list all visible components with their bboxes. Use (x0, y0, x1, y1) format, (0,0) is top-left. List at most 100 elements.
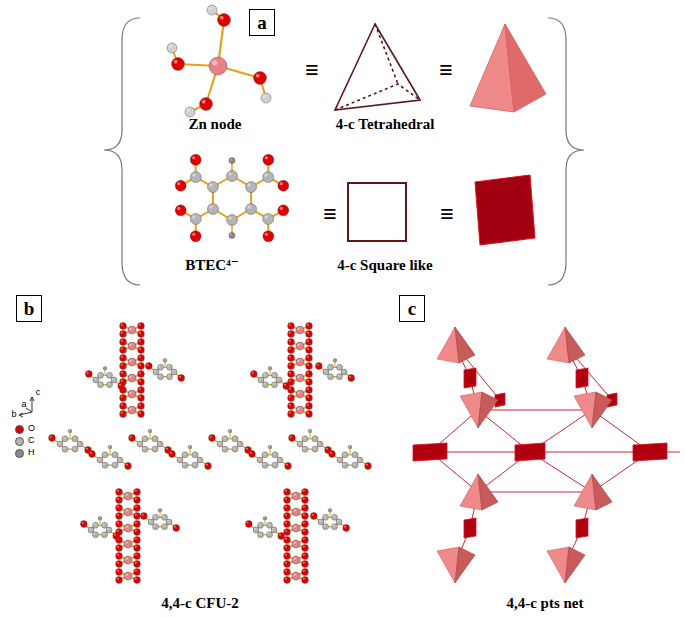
atom (207, 204, 218, 215)
atom-highlight (139, 388, 141, 390)
atom-highlight (89, 528, 91, 530)
atom (138, 395, 145, 402)
atom-highlight (263, 463, 265, 465)
atom-highlight (159, 365, 161, 367)
atom (348, 375, 355, 382)
atom-highlight (178, 458, 180, 460)
atom (296, 406, 304, 414)
atom (62, 436, 68, 442)
atom (289, 435, 296, 442)
atom-highlight (73, 437, 75, 439)
atom-highlight (264, 383, 266, 385)
tetrahedron (565, 327, 585, 363)
atom-highlight (289, 404, 291, 406)
atom (288, 395, 295, 402)
atom-highlight (118, 458, 120, 460)
atom-highlight (98, 458, 100, 460)
atom (318, 519, 324, 525)
atom (306, 347, 313, 354)
atom (276, 377, 282, 383)
atom-highlight (135, 538, 137, 540)
atom-highlight (324, 515, 326, 517)
atom-highlight (273, 373, 275, 375)
atom (292, 572, 300, 580)
atom-highlight (135, 514, 137, 516)
atom (93, 377, 99, 383)
atom (137, 441, 143, 447)
square-unit (413, 443, 447, 461)
atom-highlight (63, 447, 65, 449)
atom-highlight (135, 522, 137, 524)
atom-highlight (94, 523, 96, 525)
atom-highlight (264, 517, 265, 518)
tetrahedron-solid (470, 24, 546, 112)
atom-highlight (82, 522, 84, 524)
atom (288, 331, 295, 338)
atom (129, 435, 136, 442)
atom (175, 205, 186, 216)
atom (80, 521, 87, 528)
atom-highlight (285, 546, 287, 548)
atom (277, 457, 283, 463)
tetrahedron-outline (335, 24, 420, 110)
atom (306, 403, 313, 410)
equivalence-sign: ≡ (440, 201, 454, 227)
atom (332, 524, 338, 530)
atom-highlight (212, 60, 217, 65)
atom-highlight (324, 525, 326, 527)
atom-highlight (129, 375, 131, 377)
atom (288, 411, 295, 418)
atom-highlight (272, 528, 274, 530)
net-link (478, 410, 592, 411)
atom-highlight (125, 557, 127, 559)
atom-highlight (113, 453, 115, 455)
atom-highlight (164, 359, 165, 360)
atom (302, 513, 309, 520)
atom (306, 363, 313, 370)
atom (138, 371, 145, 378)
atom-highlight (228, 216, 231, 219)
atom (222, 446, 228, 452)
atom (262, 462, 268, 468)
atom-highlight (297, 375, 299, 377)
atom (306, 411, 313, 418)
atom (288, 347, 295, 354)
atom-highlight (286, 464, 288, 466)
atom-highlight (192, 174, 195, 177)
atom-highlight (268, 533, 270, 535)
atom (341, 369, 347, 375)
atom-highlight (273, 463, 275, 465)
atom (128, 358, 136, 366)
atom (222, 436, 228, 442)
atom (153, 524, 159, 530)
atom (153, 369, 159, 375)
atom (357, 457, 363, 463)
square-unit (464, 518, 476, 538)
atom (296, 390, 304, 398)
atom (138, 363, 145, 370)
atom (93, 532, 99, 538)
atom (288, 403, 295, 410)
atom-highlight (264, 373, 266, 375)
atom-highlight (259, 523, 261, 525)
caption-text: 4,4-c CFU-2 (161, 595, 238, 612)
atom (306, 331, 313, 338)
atom (98, 517, 102, 521)
atom (120, 411, 127, 418)
atom (278, 205, 289, 216)
atom-highlight (206, 464, 208, 466)
atom (182, 462, 188, 468)
atom-highlight (149, 520, 151, 522)
tetrahedron (592, 474, 612, 510)
atom (128, 374, 136, 382)
atom-highlight (125, 525, 127, 527)
atom (116, 553, 123, 560)
atom-highlight (307, 372, 309, 374)
atom-highlight (126, 464, 128, 466)
equivalence-sign: ≡ (323, 201, 337, 227)
atom (253, 527, 259, 533)
atom (306, 387, 313, 394)
atom (263, 382, 269, 388)
atom-highlight (256, 74, 260, 78)
